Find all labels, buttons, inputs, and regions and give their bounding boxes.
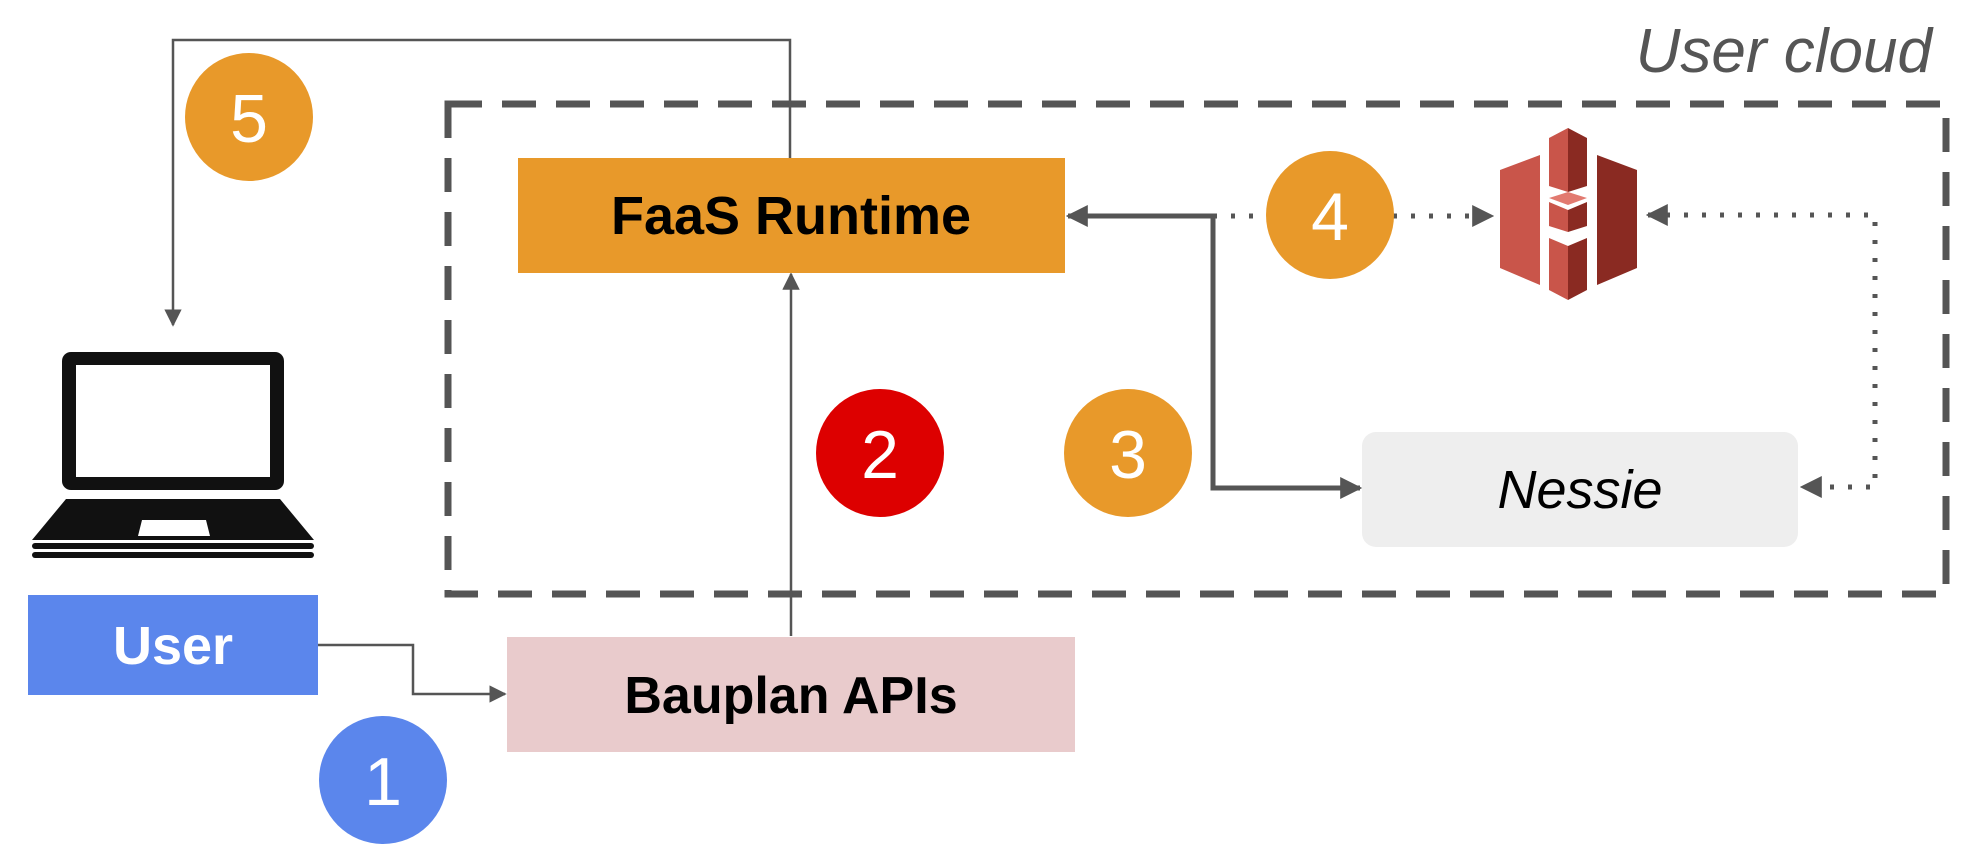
nessie-label: Nessie xyxy=(1497,460,1662,520)
step-1-number: 1 xyxy=(364,744,402,820)
faas-runtime-node: FaaS Runtime xyxy=(518,158,1065,273)
step-1-badge: 1 xyxy=(319,716,447,844)
user-label: User xyxy=(113,616,233,676)
step-3-badge: 3 xyxy=(1064,389,1192,517)
arrow-faas-nessie xyxy=(1065,204,1363,500)
nessie-node: Nessie xyxy=(1362,432,1798,547)
user-node: User xyxy=(28,595,318,695)
step-4-badge: 4 xyxy=(1266,151,1394,279)
arrow-faas-to-user xyxy=(164,38,792,327)
laptop-icon xyxy=(32,352,314,558)
bauplan-apis-node: Bauplan APIs xyxy=(507,637,1075,752)
bauplan-apis-label: Bauplan APIs xyxy=(624,667,957,725)
step-3-number: 3 xyxy=(1109,417,1147,493)
faas-runtime-label: FaaS Runtime xyxy=(611,186,971,246)
step-5-badge: 5 xyxy=(185,53,313,181)
step-2-badge: 2 xyxy=(816,389,944,517)
user-cloud-label: User cloud xyxy=(1636,17,1935,86)
s3-bucket-icon xyxy=(1500,128,1637,300)
user-cloud-boundary xyxy=(444,100,1950,598)
step-4-number: 4 xyxy=(1311,179,1349,255)
step-5-number: 5 xyxy=(230,81,268,157)
arrow-nessie-s3 xyxy=(1645,203,1878,499)
step-2-number: 2 xyxy=(861,417,899,493)
arrow-user-to-bauplan xyxy=(318,643,507,703)
